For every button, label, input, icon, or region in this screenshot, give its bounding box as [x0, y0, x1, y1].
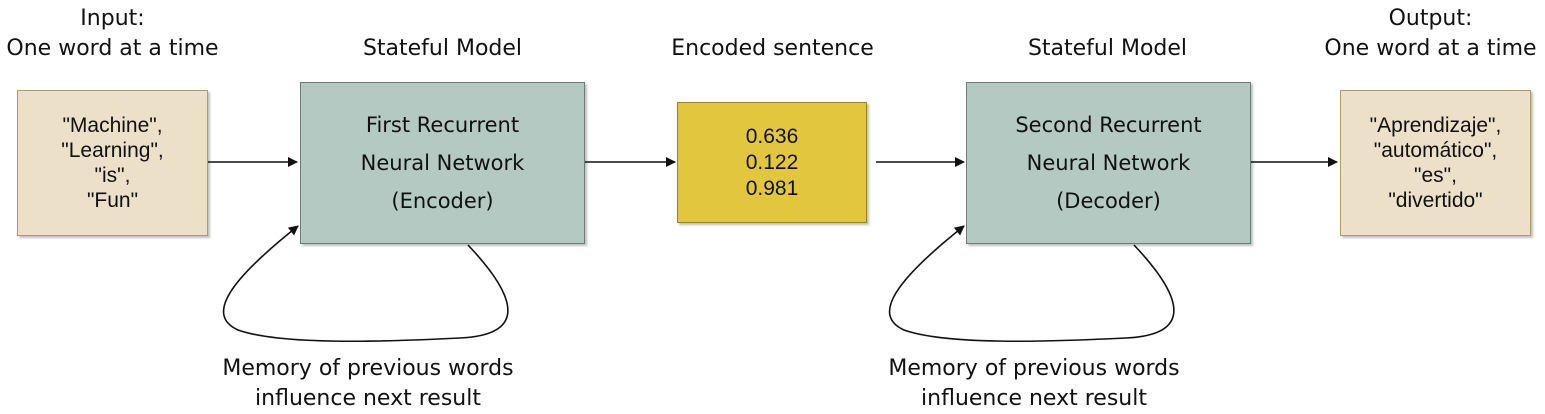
encoded-sentence-box: 0.636 0.122 0.981: [677, 102, 867, 223]
decoder-memory-loop: [888, 225, 1175, 343]
output-heading: Output: One word at a time: [1318, 4, 1543, 64]
input-heading-line-2: One word at a time: [6, 36, 219, 61]
input-word: "Learning",: [61, 139, 164, 162]
decoder-memory-caption: Memory of previous words influence next …: [864, 354, 1204, 414]
output-words-box: "Aprendizaje", "automático", "es", "dive…: [1340, 90, 1531, 236]
input-words-box: "Machine", "Learning", "is", "Fun": [17, 90, 208, 236]
encoder-memory-caption-line-2: influence next result: [255, 386, 481, 411]
encoder-heading: Stateful Model: [362, 36, 523, 61]
encoded-value: 0.122: [745, 150, 799, 174]
output-heading-line-2: One word at a time: [1324, 36, 1537, 61]
input-heading-line-1: Input:: [80, 6, 145, 31]
encoder-box: First Recurrent Neural Network (Encoder): [300, 82, 585, 244]
output-word: "Aprendizaje",: [1369, 114, 1502, 137]
encoder-line: Neural Network: [360, 151, 525, 175]
encoder-memory-caption: Memory of previous words influence next …: [198, 354, 538, 414]
encoder-memory-loop: [222, 225, 509, 343]
output-word: "divertido": [1388, 189, 1483, 212]
encoder-line: First Recurrent: [365, 113, 520, 137]
output-word: "es",: [1414, 164, 1457, 187]
input-word: "is",: [94, 164, 131, 187]
decoder-memory-caption-line-1: Memory of previous words: [888, 356, 1180, 381]
decoder-heading: Stateful Model: [1027, 36, 1188, 61]
output-heading-line-1: Output:: [1388, 6, 1473, 31]
encoder-memory-caption-line-1: Memory of previous words: [222, 356, 514, 381]
encoded-heading: Encoded sentence: [671, 36, 874, 61]
decoder-box: Second Recurrent Neural Network (Decoder…: [966, 82, 1251, 244]
decoder-line: Second Recurrent: [1015, 113, 1202, 137]
decoder-line: (Decoder): [1056, 189, 1161, 213]
decoder-memory-caption-line-2: influence next result: [921, 386, 1147, 411]
encoded-value: 0.981: [745, 176, 799, 200]
decoder-line: Neural Network: [1026, 151, 1191, 175]
input-word: "Machine",: [62, 114, 163, 137]
output-word: "automático",: [1373, 139, 1498, 162]
input-word: "Fun": [86, 189, 139, 212]
encoded-value: 0.636: [745, 124, 799, 148]
encoder-line: (Encoder): [391, 189, 494, 213]
input-heading: Input: One word at a time: [0, 4, 225, 64]
